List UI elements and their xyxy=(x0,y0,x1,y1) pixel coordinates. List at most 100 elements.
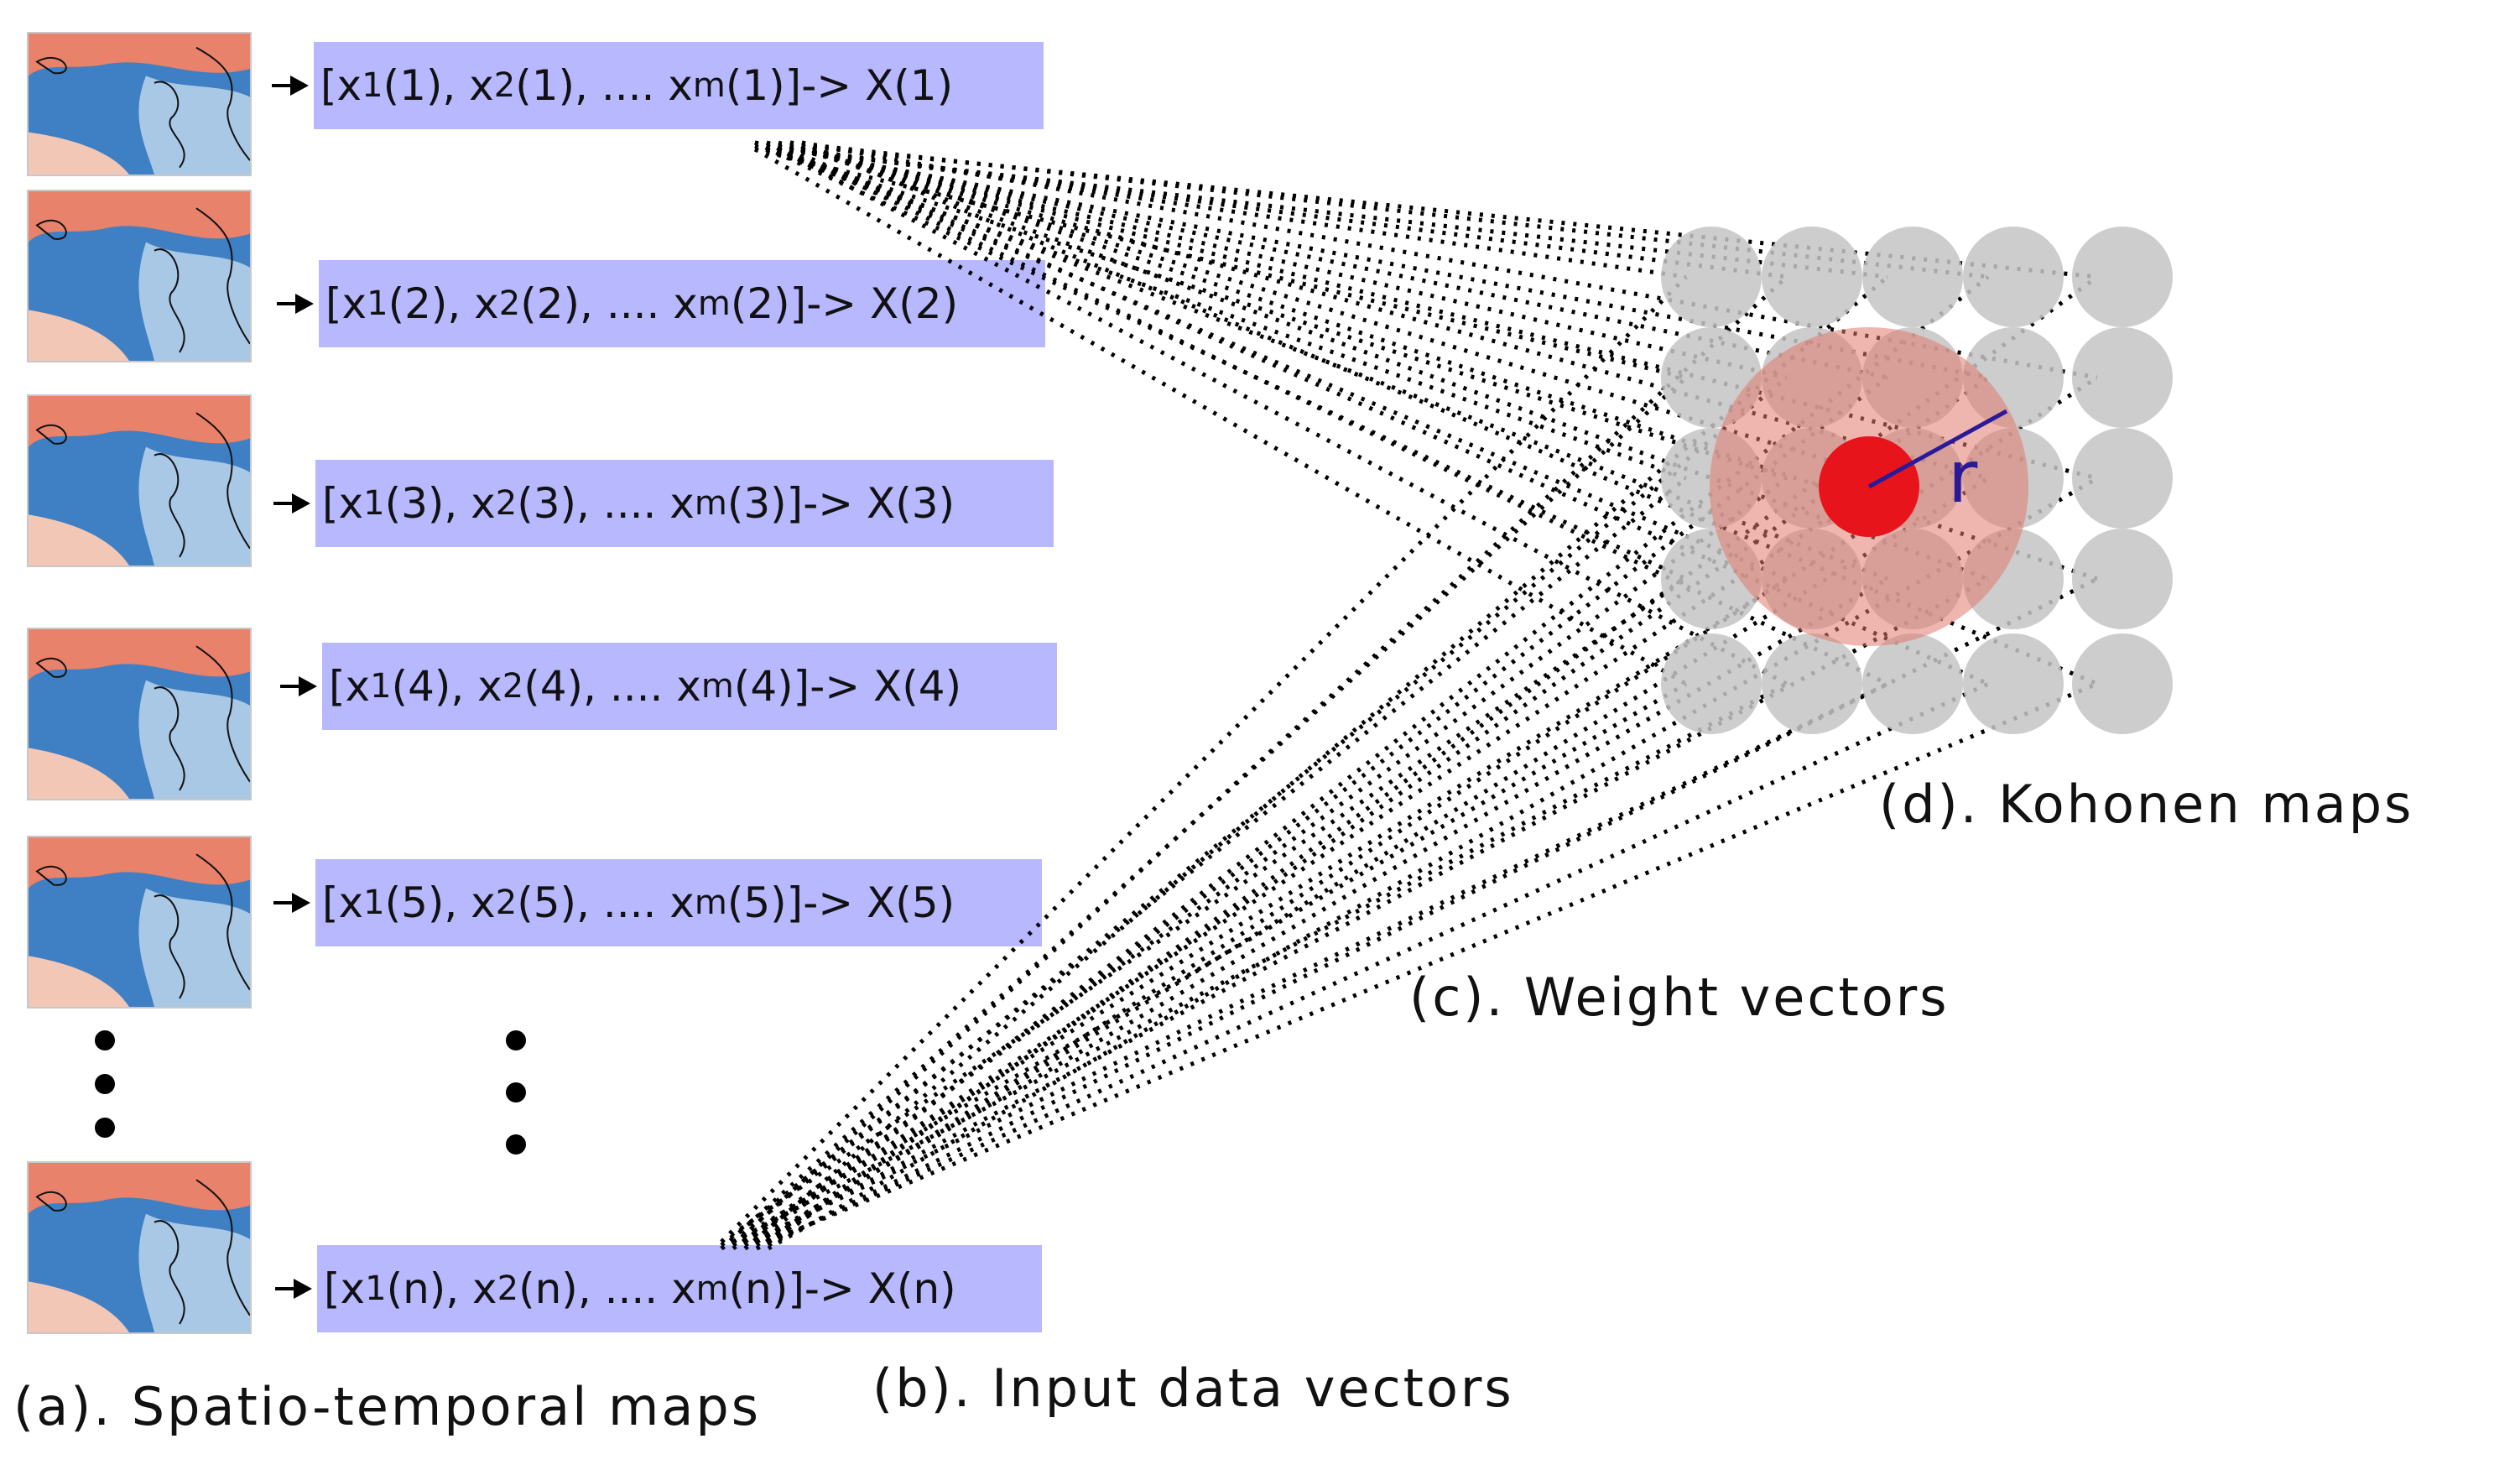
kohonen-node xyxy=(2072,227,2173,327)
vector-subscript: m xyxy=(697,284,731,323)
vector-subscript: m xyxy=(700,667,734,706)
weight-vector-line xyxy=(732,681,1788,1244)
vector-subscript: 1 xyxy=(362,66,383,105)
vector-subscript: 2 xyxy=(497,1269,519,1308)
ellipsis-dot xyxy=(506,1134,526,1155)
weight-vector-line xyxy=(766,147,1788,481)
weight-vector-line xyxy=(766,140,1788,380)
kohonen-node xyxy=(2072,633,2173,734)
vector-text: (4)]-> X(4) xyxy=(733,662,962,711)
vector-text: (2), .... x xyxy=(520,279,698,328)
vector-text: (4), x xyxy=(391,662,502,711)
weight-vector-line xyxy=(732,376,1788,1243)
weight-vector-line xyxy=(778,143,1888,380)
arrow-icon xyxy=(280,676,317,696)
ellipsis-dot xyxy=(95,1118,115,1138)
vector-text: (4), .... x xyxy=(523,662,701,711)
arrow-icon xyxy=(275,1279,312,1299)
vector-subscript: 1 xyxy=(363,884,385,922)
vector-text: [x xyxy=(324,1264,366,1313)
vector-text: [x xyxy=(325,279,367,328)
weight-vector-line xyxy=(789,140,1989,581)
vector-subscript: 2 xyxy=(502,667,524,706)
vector-text: (2), x xyxy=(388,279,499,328)
climate-map-graphic xyxy=(29,1163,250,1332)
kohonen-node xyxy=(1963,633,2064,734)
kohonen-node xyxy=(1862,227,1963,327)
vector-subscript: 1 xyxy=(367,284,388,323)
arrow-icon xyxy=(273,493,310,513)
spatio-temporal-map xyxy=(27,628,252,800)
climate-map-graphic xyxy=(29,34,250,175)
spatio-temporal-map xyxy=(27,1161,252,1334)
climate-map-graphic xyxy=(29,837,250,1007)
vector-text: [x xyxy=(329,662,371,711)
weight-vector-line xyxy=(732,476,1788,1251)
vector-text: (3), x xyxy=(384,479,496,528)
arrow-icon xyxy=(273,893,310,913)
vector-text: [x xyxy=(320,61,362,110)
vector-subscript: 2 xyxy=(493,66,516,105)
spatio-temporal-map xyxy=(27,394,252,567)
vector-subscript: m xyxy=(694,884,727,922)
weight-vector-line xyxy=(754,147,1687,380)
kohonen-node xyxy=(1661,633,1762,734)
kohonen-node xyxy=(2072,428,2173,529)
weight-vector-line xyxy=(753,147,1688,686)
vector-subscript: m xyxy=(694,484,727,523)
vector-text: (3)]-> X(3) xyxy=(726,479,955,528)
vector-text: (n)]-> X(n) xyxy=(728,1264,956,1313)
weight-vector-line xyxy=(720,576,1688,1244)
weight-vector-line xyxy=(765,140,1788,686)
kohonen-node xyxy=(1762,633,1862,734)
spatio-temporal-map xyxy=(27,836,252,1009)
weight-vector-line xyxy=(720,275,1688,1243)
vector-text: (1), x xyxy=(383,61,494,110)
vector-text: (5), x xyxy=(384,878,496,927)
kohonen-node xyxy=(2072,327,2173,428)
vector-text: (5), .... x xyxy=(517,878,695,927)
vector-subscript: 2 xyxy=(495,884,518,922)
caption-kohonen-maps: (d). Kohonen maps xyxy=(1879,774,2414,835)
weight-vector-line xyxy=(801,143,2098,581)
kohonen-node xyxy=(1963,227,2064,327)
vector-text: (3), .... x xyxy=(517,479,695,528)
ellipsis-dot xyxy=(506,1030,526,1050)
vector-subscript: m xyxy=(692,66,726,105)
vector-subscript: 1 xyxy=(363,484,385,523)
vector-text: (1), .... x xyxy=(515,61,693,110)
weight-vector-line xyxy=(743,275,1889,1250)
vector-text: (5)]-> X(5) xyxy=(726,878,955,927)
weight-vector-line xyxy=(768,681,2098,1244)
caption-weight-vectors: (c). Weight vectors xyxy=(1409,967,1950,1028)
vector-text: [x xyxy=(322,878,364,927)
radius-label: r xyxy=(1948,435,1978,519)
vector-subscript: 1 xyxy=(365,1269,387,1308)
weight-vector-line xyxy=(732,576,1788,1248)
vector-text: (n), x xyxy=(386,1264,497,1313)
weight-vector-line xyxy=(766,143,1788,581)
arrow-icon xyxy=(277,294,314,314)
spatio-temporal-map xyxy=(27,190,252,362)
kohonen-node xyxy=(1862,633,1963,734)
weight-vector-line xyxy=(720,376,1688,1250)
weight-vector-line xyxy=(754,140,1687,279)
weight-vector-line xyxy=(755,681,1990,1251)
climate-map-graphic xyxy=(29,629,250,799)
vector-subscript: 2 xyxy=(495,484,518,523)
kohonen-node xyxy=(1762,227,1862,327)
weight-vector-line xyxy=(743,681,1889,1248)
weight-vector-line xyxy=(754,143,1687,481)
kohonen-node xyxy=(1661,227,1762,327)
kohonen-node xyxy=(2072,529,2173,629)
vector-subscript: m xyxy=(695,1269,729,1308)
vector-subscript: 2 xyxy=(498,284,521,323)
vector-text: [x xyxy=(322,479,364,528)
